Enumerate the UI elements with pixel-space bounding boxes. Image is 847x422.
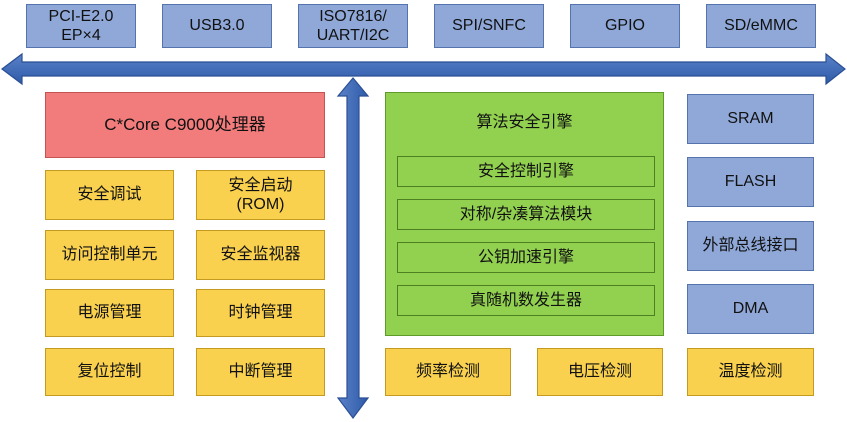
memory-label: DMA [732, 300, 769, 318]
interface-label: ISO7816/ [319, 7, 387, 25]
detector-label: 电压检测 [567, 363, 632, 381]
engine-trng: 真随机数发生器 [397, 285, 655, 316]
module-secure-debug: 安全调试 [45, 170, 174, 220]
engine-item-label: 对称/杂凑算法模块 [459, 205, 593, 223]
engine-public-key: 公钥加速引擎 [397, 242, 655, 273]
interface-label: SPI/SNFC [452, 17, 526, 35]
detector-voltage: 电压检测 [537, 348, 663, 396]
memory-label: SRAM [727, 110, 774, 128]
algorithm-engine-title: 算法安全引擎 [476, 114, 573, 131]
engine-security-control: 安全控制引擎 [397, 156, 655, 187]
module-security-monitor: 安全监视器 [196, 230, 325, 280]
interface-sd: SD/eMMC [706, 4, 816, 48]
module-label: 复位控制 [77, 363, 142, 381]
vertical-bus-arrow [336, 77, 370, 419]
memory-label: FLASH [724, 173, 777, 191]
module-label: (ROM) [236, 196, 285, 213]
interface-label: EP×4 [61, 27, 101, 44]
interface-label: UART/I2C [316, 27, 390, 44]
module-reset-control: 复位控制 [45, 348, 174, 396]
processor-block: C*Core C9000处理器 [45, 92, 325, 158]
interface-label: SD/eMMC [724, 17, 798, 35]
memory-flash: FLASH [687, 157, 814, 207]
system-bus-arrow [1, 52, 846, 86]
interface-pcie: PCI-E2.0 EP×4 [26, 4, 136, 48]
module-interrupt-management: 中断管理 [196, 348, 325, 396]
detector-temperature: 温度检测 [687, 348, 814, 396]
detector-frequency: 频率检测 [385, 348, 511, 396]
engine-item-label: 安全控制引擎 [477, 162, 574, 180]
module-label: 中断管理 [228, 363, 293, 381]
memory-label: 外部总线接口 [702, 237, 799, 255]
interface-gpio: GPIO [570, 4, 680, 48]
module-label: 时钟管理 [228, 304, 293, 322]
engine-symmetric-hash: 对称/杂凑算法模块 [397, 199, 655, 230]
interface-label: PCI-E2.0 [48, 7, 114, 25]
interface-spi: SPI/SNFC [434, 4, 544, 48]
module-label: 电源管理 [77, 304, 142, 322]
module-label: 安全监视器 [220, 246, 301, 264]
module-access-control: 访问控制单元 [45, 230, 174, 280]
module-secure-boot: 安全启动 (ROM) [196, 170, 325, 220]
interface-usb: USB3.0 [162, 4, 272, 48]
module-label: 安全启动 [228, 176, 293, 194]
module-clock-management: 时钟管理 [196, 289, 325, 337]
dma-block: DMA [687, 284, 814, 334]
module-power-management: 电源管理 [45, 289, 174, 337]
module-label: 安全调试 [77, 186, 142, 204]
engine-item-label: 公钥加速引擎 [477, 248, 574, 266]
detector-label: 频率检测 [415, 363, 480, 381]
external-bus-interface: 外部总线接口 [687, 221, 814, 271]
module-label: 访问控制单元 [61, 246, 158, 264]
interface-iso7816: ISO7816/ UART/I2C [298, 4, 408, 48]
detector-label: 温度检测 [718, 363, 783, 381]
processor-label: C*Core C9000处理器 [104, 114, 266, 134]
memory-sram: SRAM [687, 94, 814, 144]
interface-label: USB3.0 [189, 17, 245, 35]
interface-label: GPIO [604, 17, 645, 35]
engine-item-label: 真随机数发生器 [469, 291, 582, 309]
